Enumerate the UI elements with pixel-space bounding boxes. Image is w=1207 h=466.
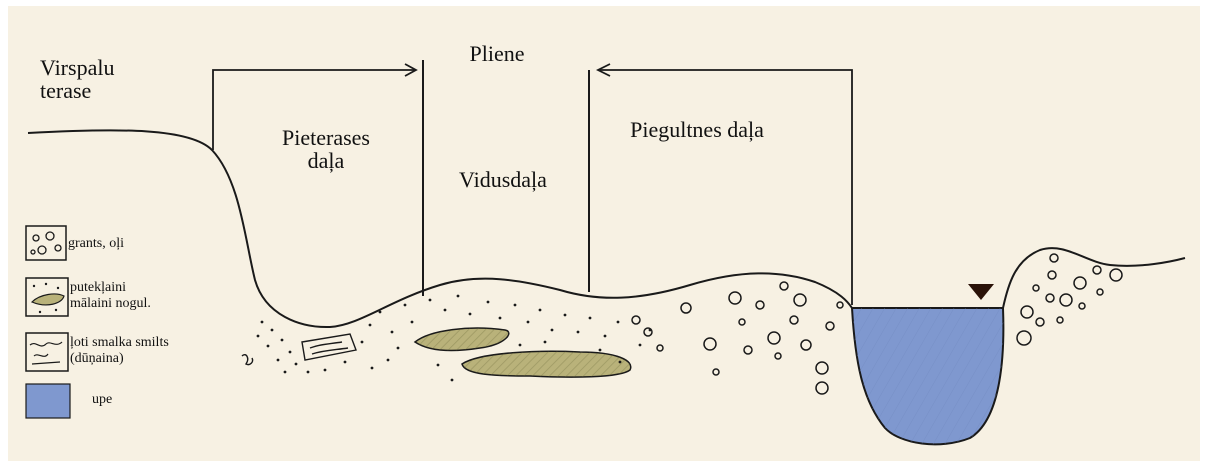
legend-water-text: upe xyxy=(92,392,152,408)
channel-part-label: Piegultnes daļa xyxy=(622,118,772,141)
fine-sand-block xyxy=(242,334,356,365)
legend-silt-text: putekļaini mālaini nogul. xyxy=(70,280,162,312)
floodplain-label: Pliene xyxy=(452,42,542,65)
legend-gravel-text: grants, oļi xyxy=(68,236,178,252)
piegultnes-bracket xyxy=(600,70,852,305)
water-level-marker-icon xyxy=(968,284,994,300)
terrace-label: Virspalu terase xyxy=(40,56,140,102)
right-bank-line xyxy=(1003,248,1185,308)
legend-sand-text: ļoti smalka smilts (dūņaina) xyxy=(70,335,220,367)
legend-boxes xyxy=(26,226,70,418)
terrace-part-label: Pieterases daļa xyxy=(262,126,390,172)
middle-part-label: Vidusdaļa xyxy=(438,168,568,191)
